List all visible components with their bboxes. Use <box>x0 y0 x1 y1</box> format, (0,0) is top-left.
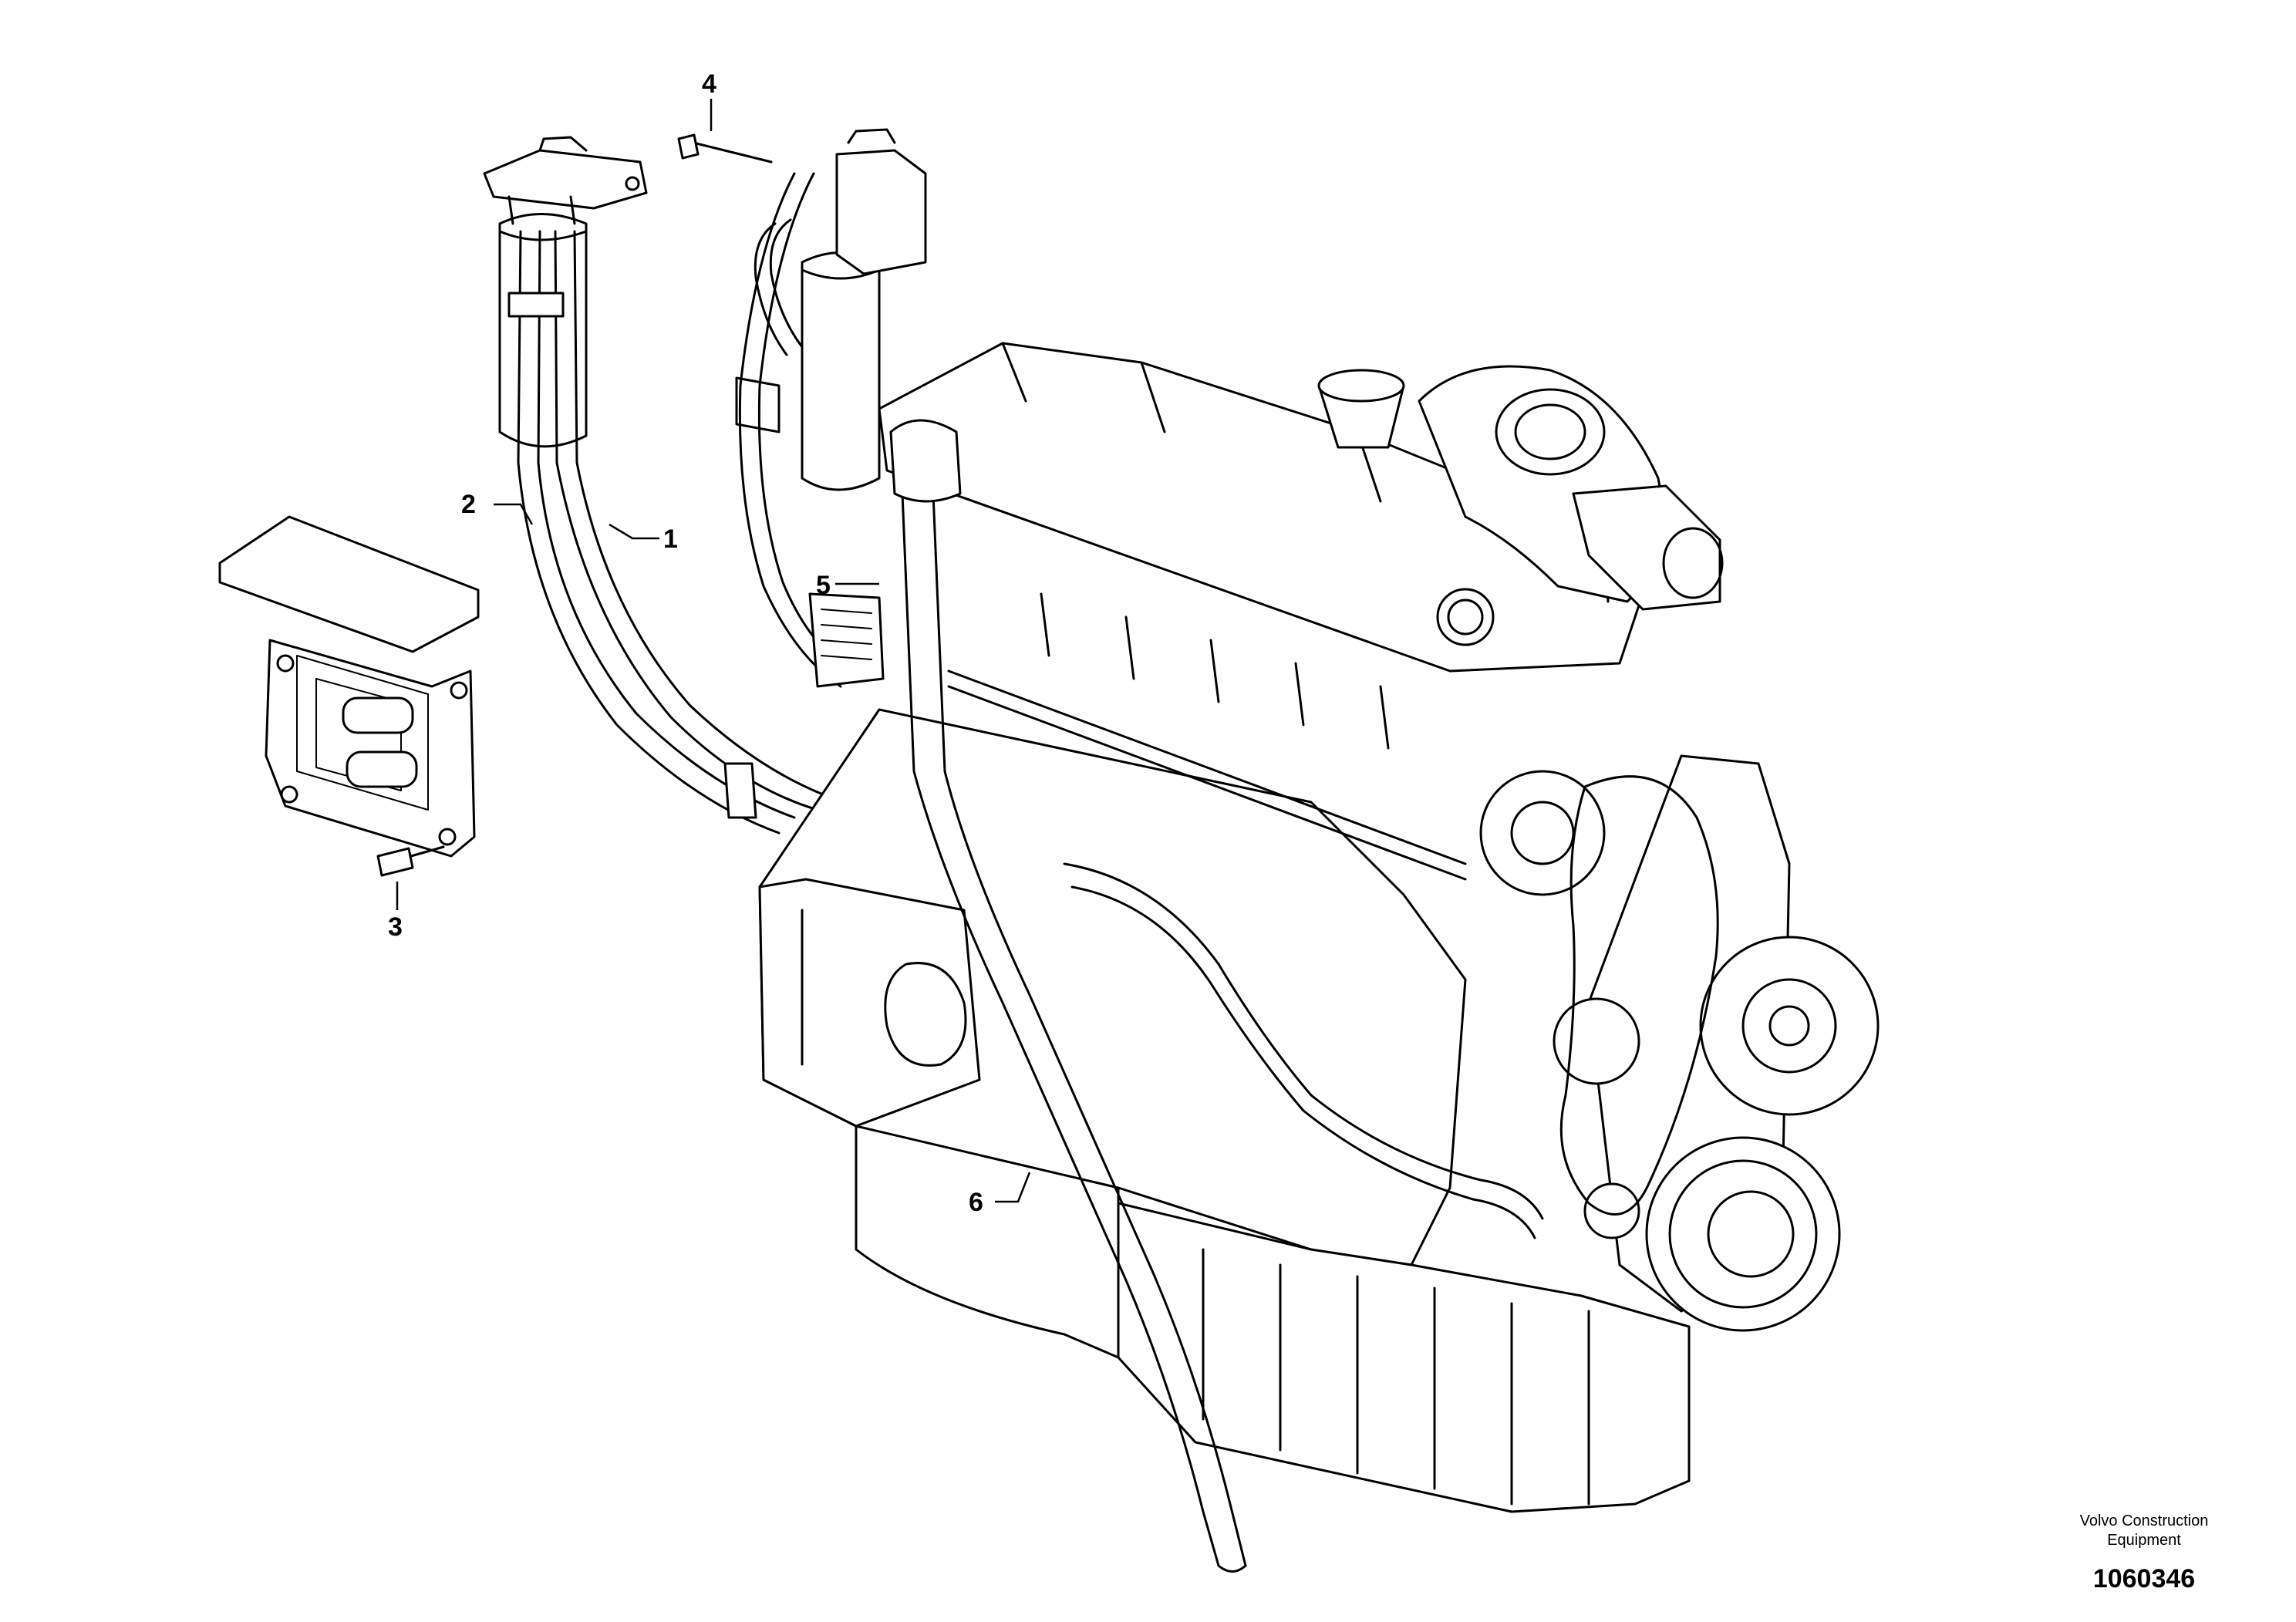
callout-6: 6 <box>969 1188 983 1217</box>
brand-line-2: Equipment <box>2107 1532 2181 1549</box>
brand-line-1: Volvo Construction <box>2080 1512 2209 1529</box>
engine-block <box>758 342 1880 1573</box>
bolt-4 <box>677 133 773 164</box>
engine-control-unit <box>218 515 480 858</box>
callout-4: 4 <box>702 69 716 99</box>
callout-1: 1 <box>663 524 678 554</box>
bolt-3 <box>376 845 445 877</box>
callout-3: 3 <box>388 912 403 942</box>
fuel-hoses-1-2 <box>507 230 834 835</box>
fuel-filter-assembly <box>483 136 648 448</box>
drawing-number: 1060346 <box>2093 1564 2195 1593</box>
callout-2: 2 <box>461 490 476 519</box>
callout-5: 5 <box>816 571 831 600</box>
callout-leaders <box>396 99 1031 1203</box>
water-separator-assembly <box>735 128 927 688</box>
